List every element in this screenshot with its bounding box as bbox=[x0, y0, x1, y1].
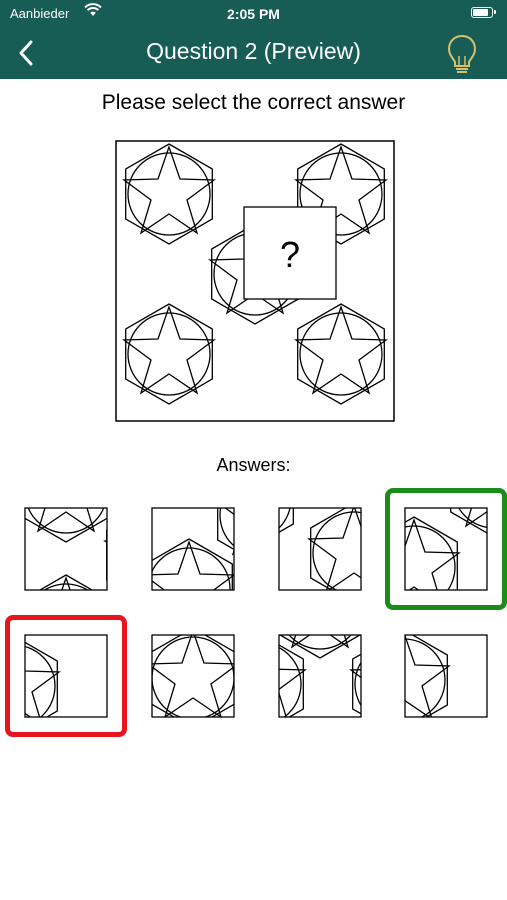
answer-option-2[interactable] bbox=[151, 507, 235, 591]
answer-option-4-correct[interactable] bbox=[385, 488, 507, 610]
battery-icon bbox=[471, 7, 496, 18]
answer-option-1[interactable] bbox=[24, 507, 108, 591]
answer-option-7[interactable] bbox=[278, 634, 362, 718]
status-carrier: Aanbieder bbox=[10, 6, 70, 21]
answer-option-6[interactable] bbox=[151, 634, 235, 718]
answer-option-8[interactable] bbox=[404, 634, 488, 718]
back-button[interactable] bbox=[8, 33, 44, 73]
missing-piece-mark: ? bbox=[280, 234, 300, 275]
answers-label: Answers: bbox=[216, 455, 291, 475]
page-title: Question 2 (Preview) bbox=[146, 38, 361, 64]
wifi-icon bbox=[84, 3, 102, 22]
hint-button[interactable] bbox=[447, 34, 477, 76]
instruction-text: Please select the correct answer bbox=[101, 91, 406, 114]
answer-option-3[interactable] bbox=[278, 507, 362, 591]
app-header: Aanbieder 2:05 PM Question 2 (Preview) bbox=[0, 0, 507, 79]
answer-option-5-wrong[interactable] bbox=[5, 615, 127, 737]
missing-piece-box bbox=[243, 206, 337, 300]
lightbulb-icon bbox=[447, 34, 477, 73]
chevron-left-icon bbox=[19, 40, 33, 66]
status-time: 2:05 PM bbox=[227, 6, 280, 22]
puzzle-figure: ? bbox=[115, 140, 395, 422]
